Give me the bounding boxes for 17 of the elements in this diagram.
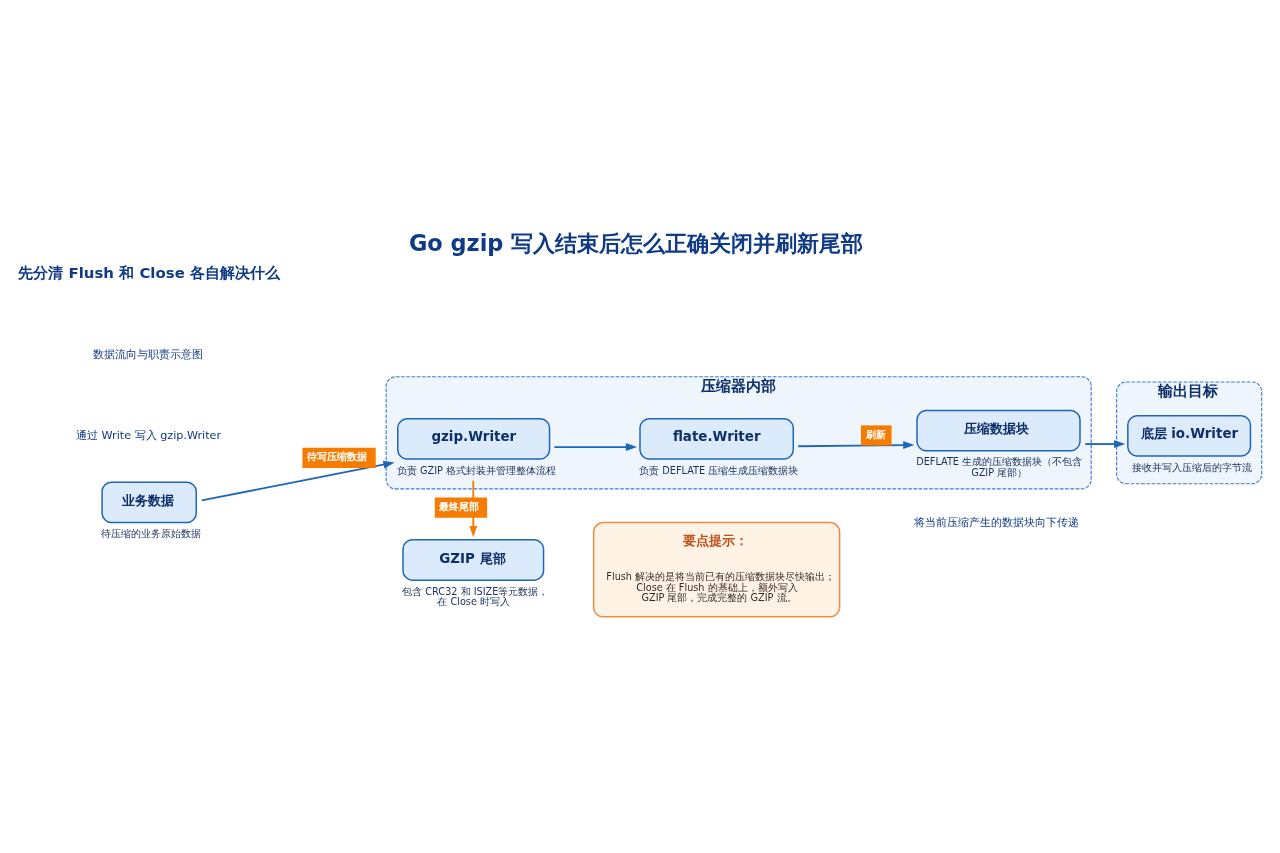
arrow: [200, 460, 395, 502]
arrow: [1084, 440, 1126, 448]
arrow: [553, 443, 638, 451]
diagram-title: Go gzip 写入结束后怎么正确关闭并刷新尾部: [408, 230, 864, 257]
label: 数据流向与职责示意图: [92, 348, 203, 362]
node-label: 负责 GZIP 格式封装并管理整体流程: [397, 464, 557, 476]
edge-label: 待写压缩数据: [306, 450, 367, 463]
node-label: 接收并写入压缩后的字节流: [1131, 461, 1252, 473]
label: 先分清 Flush 和 Close 各自解决什么: [18, 264, 280, 283]
edge-label: 最终尾部: [439, 500, 480, 513]
node-label: DEFLATE 生成的压缩数据块（不包含 GZIP 尾部）: [916, 456, 1083, 478]
label: 通过 Write 写入 gzip.Writer: [75, 429, 222, 443]
node-label: 待压缩的业务原始数据: [101, 528, 202, 540]
node-label: 包含 CRC32 和 ISIZE等元数据，在 Close 时写入: [402, 585, 549, 608]
edge-label: 刷新: [865, 427, 886, 440]
node-label: 负责 DEFLATE 压缩生成压缩数据块: [639, 464, 799, 476]
label: 将当前压缩产生的数据块向下传递: [914, 515, 1080, 529]
